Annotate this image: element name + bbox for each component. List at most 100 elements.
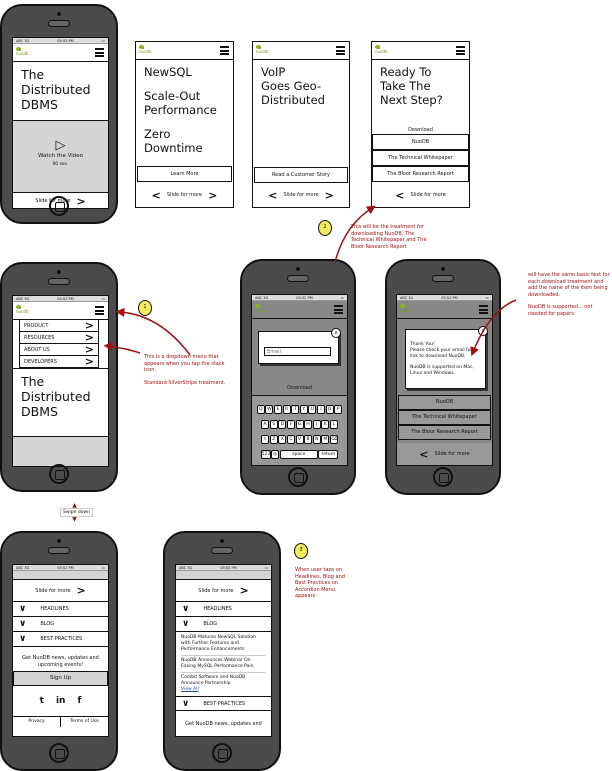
key-z[interactable]: Z bbox=[269, 435, 278, 444]
menu-stack-icon[interactable] bbox=[95, 306, 104, 315]
key-p[interactable]: P bbox=[334, 405, 343, 414]
blog-post-link[interactable]: NuoDB Matures NewSQL Solution with Furth… bbox=[181, 635, 266, 656]
headline: Performance bbox=[144, 103, 217, 117]
slide-for-more[interactable]: Slide for more> bbox=[13, 580, 108, 602]
logo[interactable]: nuodb bbox=[16, 47, 29, 56]
learn-more-button[interactable]: Learn More bbox=[137, 166, 232, 182]
slide-for-more[interactable]: <Slide for more> bbox=[151, 188, 218, 202]
linkedin-icon[interactable]: in bbox=[55, 696, 66, 706]
view-all-link[interactable]: View All bbox=[181, 687, 199, 692]
chevron-left-icon[interactable]: < bbox=[151, 188, 161, 202]
chevron-right-icon[interactable]: > bbox=[324, 188, 334, 202]
headline: Scale-Out bbox=[144, 89, 201, 103]
key-n[interactable]: N bbox=[312, 435, 321, 444]
video-panel[interactable]: ▷ Watch the Video 90 sec. bbox=[13, 120, 108, 192]
chevron-left-icon[interactable]: < bbox=[395, 188, 405, 202]
blog-post-link[interactable]: Combit Software and NuoDB Announce Partn… bbox=[181, 675, 246, 686]
facebook-icon[interactable]: f bbox=[77, 696, 82, 706]
logo[interactable]: nuodb bbox=[139, 45, 152, 54]
terms-link[interactable]: Terms of Use bbox=[70, 719, 99, 724]
chevron-left-icon[interactable]: < bbox=[268, 188, 278, 202]
blog-post-link[interactable]: NuoDB Announces Webinar On Easing MySQL … bbox=[181, 658, 266, 673]
logo[interactable]: nuodb bbox=[256, 45, 269, 54]
menu-stack-icon[interactable] bbox=[456, 46, 465, 55]
key-globe[interactable]: ◎ bbox=[271, 450, 280, 459]
accordion-blog[interactable]: ∨BLOG bbox=[176, 617, 271, 632]
download-label: Download bbox=[287, 385, 312, 391]
menu-stack-icon[interactable] bbox=[334, 305, 343, 314]
accordion-headlines[interactable]: ∨HEADLINES bbox=[176, 602, 271, 617]
sign-up-button[interactable]: Sign Up bbox=[13, 671, 108, 686]
accordion-best-practices[interactable]: ∨BEST PRACTICES bbox=[176, 696, 271, 711]
close-icon[interactable]: x bbox=[478, 326, 488, 336]
key-d[interactable]: D bbox=[278, 420, 287, 429]
key-w[interactable]: W bbox=[265, 405, 274, 414]
key-f[interactable]: F bbox=[286, 420, 295, 429]
key-r[interactable]: R bbox=[282, 405, 291, 414]
download-nuodb-button[interactable]: NuoDB bbox=[372, 134, 469, 150]
close-icon[interactable]: x bbox=[331, 328, 341, 338]
key-e[interactable]: E bbox=[274, 405, 283, 414]
download-whitepaper-button[interactable]: The Technical Whitepaper bbox=[372, 150, 469, 166]
key-y[interactable]: Y bbox=[299, 405, 308, 414]
read-customer-story-button[interactable]: Read a Customer Story bbox=[254, 167, 348, 183]
slide-for-more[interactable]: <Slide for more> bbox=[268, 188, 334, 202]
accordion-best-practices[interactable]: ∨BEST PRACTICES bbox=[13, 632, 108, 647]
key-v[interactable]: V bbox=[295, 435, 304, 444]
key-j[interactable]: J bbox=[312, 420, 321, 429]
menu-stack-icon[interactable] bbox=[220, 46, 229, 55]
key-s[interactable]: S bbox=[269, 420, 278, 429]
key-x[interactable]: X bbox=[278, 435, 287, 444]
key-k[interactable]: K bbox=[321, 420, 330, 429]
home-button[interactable] bbox=[49, 196, 69, 216]
screen-ready: nuodb Ready To Take The Next Step? Downl… bbox=[371, 41, 470, 208]
download-nuodb-button[interactable]: NuoDB bbox=[398, 395, 491, 410]
twitter-icon[interactable]: t bbox=[39, 696, 44, 706]
key-i[interactable]: I bbox=[316, 405, 325, 414]
menu-stack-icon[interactable] bbox=[336, 46, 345, 55]
key-g[interactable]: G bbox=[295, 420, 304, 429]
logo[interactable]: nuodb bbox=[375, 45, 388, 54]
key-m[interactable]: M bbox=[321, 435, 330, 444]
key-t[interactable]: T bbox=[291, 405, 300, 414]
play-icon[interactable]: ▷ bbox=[55, 138, 66, 153]
key-l[interactable]: L bbox=[329, 420, 338, 429]
accordion-headlines[interactable]: ∨HEADLINES bbox=[13, 602, 108, 617]
menu-stack-icon[interactable] bbox=[479, 305, 488, 314]
slide-for-more[interactable]: <Slide for more bbox=[395, 188, 446, 202]
home-button[interactable] bbox=[288, 467, 308, 487]
backspace-key[interactable]: ⌫ bbox=[329, 435, 338, 444]
menu-stack-icon[interactable] bbox=[95, 48, 104, 57]
key-b[interactable]: B bbox=[304, 435, 313, 444]
chevron-right-icon[interactable]: > bbox=[76, 194, 86, 208]
download-whitepaper-button[interactable]: The Technical Whitepaper bbox=[398, 410, 491, 425]
key-space[interactable]: space bbox=[279, 450, 318, 459]
home-button[interactable] bbox=[49, 743, 69, 763]
key-numbers[interactable]: 123 bbox=[260, 450, 271, 459]
download-bloor-report-button[interactable]: The Bloor Research Report bbox=[398, 425, 491, 440]
key-c[interactable]: C bbox=[286, 435, 295, 444]
home-button[interactable] bbox=[433, 467, 453, 487]
email-input[interactable] bbox=[264, 347, 331, 356]
home-button[interactable] bbox=[212, 743, 232, 763]
slide-for-more[interactable]: Slide for more> bbox=[176, 580, 271, 602]
key-return[interactable]: return bbox=[318, 450, 339, 459]
home-button[interactable] bbox=[49, 464, 69, 484]
logo[interactable]: nuodb bbox=[16, 305, 29, 314]
privacy-link[interactable]: Privacy bbox=[13, 717, 61, 727]
key-o[interactable]: O bbox=[325, 405, 334, 414]
key-h[interactable]: H bbox=[304, 420, 313, 429]
key-a[interactable]: A bbox=[261, 420, 270, 429]
accordion-blog[interactable]: ∨BLOG bbox=[13, 617, 108, 632]
shift-key[interactable]: ⇧ bbox=[261, 435, 270, 444]
key-u[interactable]: U bbox=[308, 405, 317, 414]
download-bloor-report-button[interactable]: The Bloor Research Report bbox=[372, 166, 469, 182]
slide-for-more[interactable]: <Slide for more bbox=[397, 443, 492, 465]
key-q[interactable]: Q bbox=[256, 405, 265, 414]
menu-item-developers[interactable]: DEVELOPERS> bbox=[19, 355, 99, 368]
chevron-right-icon[interactable]: > bbox=[208, 188, 218, 202]
